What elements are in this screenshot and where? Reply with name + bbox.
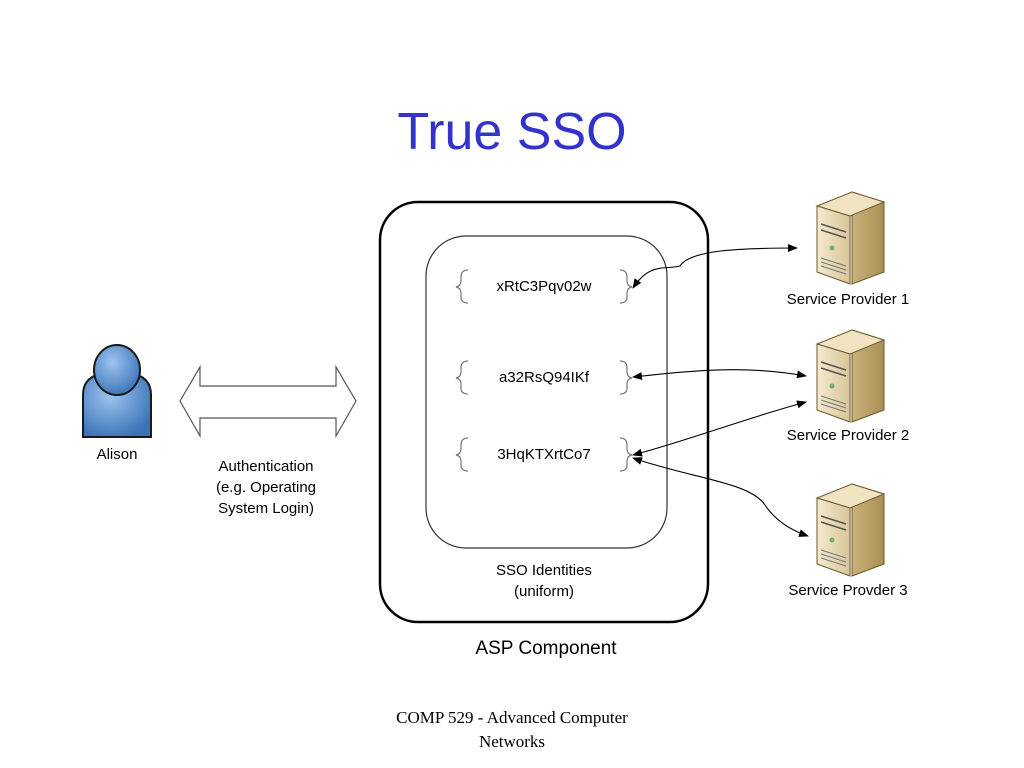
- authentication-arrow: [179, 364, 357, 439]
- footer-line-2: Networks: [478, 732, 546, 751]
- user-icon: [82, 344, 152, 438]
- sso-identities-label-line2: (uniform): [513, 583, 574, 600]
- arrow-identity2-provider2: [632, 369, 807, 381]
- provider-label-1: Service Provider 1: [786, 291, 910, 308]
- sso-identities-label: SSO Identities (uniform): [474, 560, 614, 602]
- sso-identity-2: a32RsQ94IKf: [498, 369, 590, 386]
- authentication-label-line2: (e.g. Operating: [215, 479, 317, 496]
- sso-identities-box: [425, 235, 668, 549]
- asp-component-label: ASP Component: [475, 638, 617, 659]
- server-icon: [815, 329, 886, 423]
- sso-identities-label-line1: SSO Identities: [496, 562, 592, 579]
- arrow-identity1-provider1: [632, 244, 798, 289]
- provider-label-3: Service Provder 3: [788, 582, 908, 599]
- slide-title: True SSO: [397, 103, 627, 161]
- provider-label-2: Service Provider 2: [786, 427, 910, 444]
- arrow-identity3-provider2: [632, 400, 807, 457]
- user-name-label: Alison: [96, 446, 138, 463]
- connection-arrows: [632, 244, 809, 537]
- slide-footer: COMP 529 - Advanced Computer Networks: [0, 706, 1024, 754]
- authentication-label: Authentication (e.g. Operating System Lo…: [196, 456, 336, 519]
- server-icon: [815, 483, 886, 577]
- server-icon: [815, 191, 886, 285]
- sso-identity-1: xRtC3Pqv02w: [496, 278, 592, 295]
- arrow-identity3-provider3: [632, 457, 809, 537]
- authentication-label-line3: System Login): [218, 500, 314, 517]
- footer-line-1: COMP 529 - Advanced Computer: [396, 708, 628, 727]
- identity-braces: [455, 269, 633, 472]
- authentication-label-line1: Authentication: [218, 458, 314, 475]
- sso-identity-3: 3HqKTXrtCo7: [497, 446, 591, 463]
